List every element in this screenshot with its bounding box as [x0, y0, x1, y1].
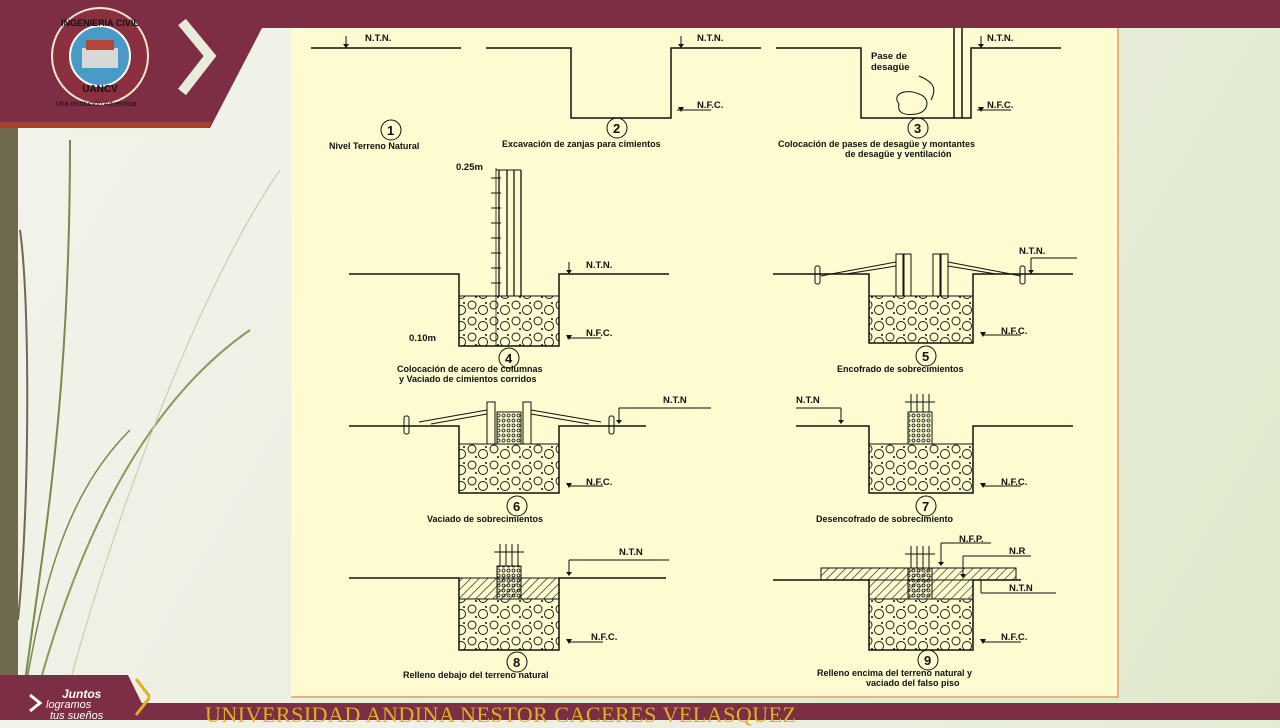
step-1-diagram: N.T.N. 1 Nivel Terreno Natural — [311, 33, 461, 151]
ntn-label: N.T.N. — [586, 260, 612, 271]
ntn-label: N.T.N. — [987, 33, 1013, 44]
footer-university-name: UNIVERSIDAD ANDINA NESTOR CACERES VELASQ… — [205, 702, 797, 727]
step-number: 7 — [922, 499, 929, 514]
nfc-label: N.F.C. — [586, 328, 612, 339]
logo-tagline: Una Institución Adventista — [56, 101, 137, 108]
step-caption-2: de desagüe y ventilación — [845, 149, 952, 159]
step-number: 5 — [922, 349, 929, 364]
ntn-short-label: N.T.N — [1009, 583, 1033, 594]
ntn-label: N.T.N. — [1019, 246, 1045, 257]
ntn-short-label: N.T.N — [619, 547, 643, 558]
nr-label: N.R — [1009, 546, 1026, 557]
left-decorative-strip — [0, 0, 18, 720]
step-caption: Nivel Terreno Natural — [329, 141, 419, 151]
step-caption: Desencofrado de sobrecimiento — [816, 514, 954, 524]
slogan-badge: Juntos logramos tus sueños — [0, 675, 150, 722]
ntn-short-label: N.T.N — [663, 395, 687, 406]
step-6-diagram: N.T.N N.F.C. 6 Vaciado de sobrecimientos — [349, 395, 711, 524]
background-decoration — [17, 139, 281, 720]
ntn-label: N.T.N. — [365, 33, 391, 44]
ntn-short-label: N.T.N — [796, 395, 820, 406]
nfc-label: N.F.C. — [586, 477, 612, 488]
step-3-diagram: Pase de desagüe N.T.N. N.F.C. 3 Colocaci… — [776, 28, 1061, 159]
ntn-label: N.T.N. — [697, 33, 723, 44]
step-caption: Relleno encima del terreno natural y — [817, 668, 972, 678]
step-caption: Encofrado de sobrecimientos — [837, 364, 964, 374]
step-9-diagram: N.F.P. N.R N.T.N N.F.C. 9 Relleno encima… — [773, 534, 1056, 688]
nfc-label: N.F.C. — [591, 632, 617, 643]
step-8-diagram: N.T.N N.F.C. 8 Relleno debajo del terren… — [349, 544, 669, 680]
logo-subtitle: UANCV — [82, 84, 118, 95]
badge-line-3: tus sueños — [50, 710, 104, 722]
pase-label: Pase de — [871, 51, 907, 62]
step-caption: Colocación de pases de desagüe y montant… — [778, 139, 975, 149]
nfc-label: N.F.C. — [1001, 477, 1027, 488]
step-7-diagram: N.T.N N.F.C. 7 Desencofrado de sobrecimi… — [796, 394, 1073, 524]
header-logo-panel: INGENIERIA CIVIL UANCV Una Institución A… — [0, 0, 262, 128]
nfc-label: N.F.C. — [1001, 632, 1027, 643]
nfc-label: N.F.C. — [987, 100, 1013, 111]
step-number: 4 — [505, 351, 513, 366]
step-caption-2: y Vaciado de cimientos corridos — [399, 374, 537, 384]
step-4-diagram: 0.25m N.T.N. N.F.C. 0.10m 4 — [349, 162, 669, 384]
badge-line-1: Juntos — [62, 687, 102, 701]
step-caption: Excavación de zanjas para cimientos — [502, 139, 661, 149]
step-caption: Colocación de acero de columnas — [397, 364, 543, 374]
badge-background — [0, 675, 150, 720]
step-5-diagram: N.T.N. N.F.C. 5 Encofrado de sobrecimien… — [773, 246, 1077, 374]
nfc-label: N.F.C. — [697, 100, 723, 111]
step-caption: Vaciado de sobrecimientos — [427, 514, 543, 524]
step-caption-2: vaciado del falso piso — [866, 678, 960, 688]
nfp-label: N.F.P. — [959, 534, 984, 545]
dim-top-label: 0.25m — [456, 162, 483, 173]
step-number: 1 — [387, 123, 394, 138]
foundation-process-diagram: N.T.N. 1 Nivel Terreno Natural N.T.N. N.… — [311, 28, 1077, 688]
step-number: 6 — [513, 499, 520, 514]
nfc-label: N.F.C. — [1001, 326, 1027, 337]
desague-label: desagüe — [871, 62, 910, 73]
dim-bottom-label: 0.10m — [409, 333, 436, 344]
bottom-bar — [0, 703, 1280, 720]
step-number: 3 — [914, 121, 921, 136]
step-number: 8 — [513, 655, 520, 670]
step-number: 2 — [613, 121, 620, 136]
logo-title: INGENIERIA CIVIL — [61, 18, 139, 28]
step-caption: Relleno debajo del terreno natural — [403, 670, 549, 680]
step-number: 9 — [924, 653, 931, 668]
step-2-diagram: N.T.N. N.F.C. 2 Excavación de zanjas par… — [486, 33, 761, 149]
construction-diagram-sheet: N.T.N. 1 Nivel Terreno Natural N.T.N. N.… — [291, 28, 1119, 698]
badge-line-2: logramos — [46, 699, 92, 711]
